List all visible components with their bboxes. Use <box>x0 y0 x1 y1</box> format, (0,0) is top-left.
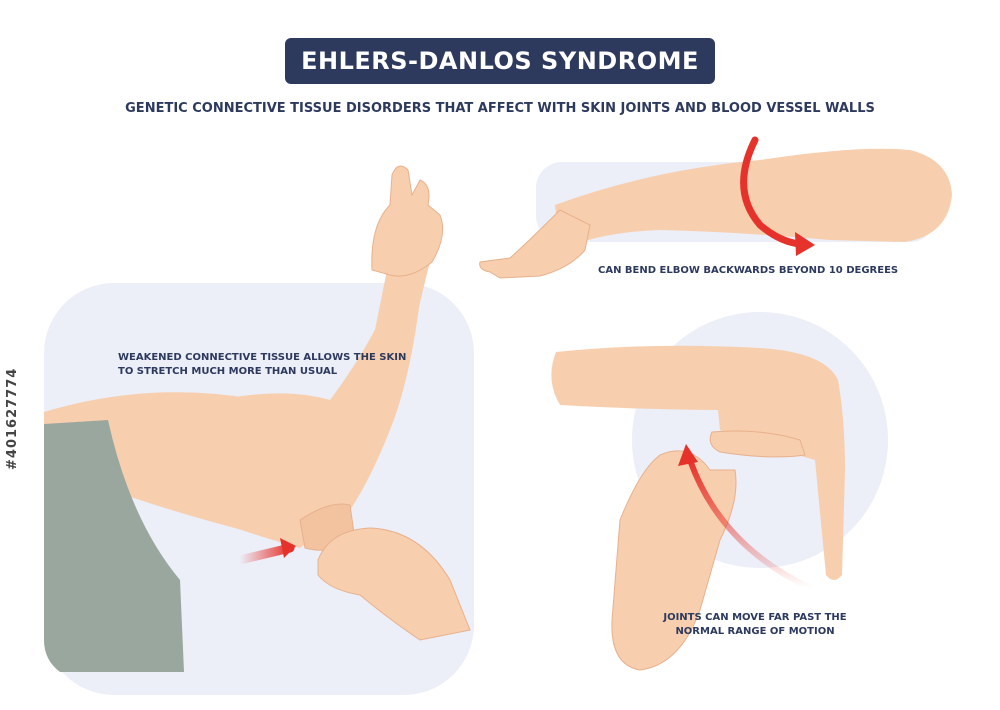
page-subtitle: GENETIC CONNECTIVE TISSUE DISORDERS THAT… <box>125 101 875 116</box>
skin-caption: WEAKENED CONNECTIVE TISSUE ALLOWS THE SK… <box>118 351 408 379</box>
elbow-arrow-head <box>795 232 815 256</box>
elbow-arm <box>555 148 952 250</box>
joint-arrow-head <box>678 444 698 466</box>
finger-hyperextension <box>551 345 845 671</box>
pinching-hand <box>317 527 471 641</box>
skin-arrow-head <box>280 538 296 558</box>
stock-id: #401627774 <box>5 367 20 470</box>
joints-caption-line1: JOINTS CAN MOVE FAR PAST THE <box>663 612 847 623</box>
upper-arm <box>150 300 420 548</box>
title-banner: EHLERS-DANLOS SYNDROME <box>285 38 715 84</box>
stretched-skin-arm <box>44 165 471 672</box>
elbow-hand <box>479 209 591 279</box>
elbow-caption: CAN BEND ELBOW BACKWARDS BEYOND 10 DEGRE… <box>598 265 899 276</box>
page-title: EHLERS-DANLOS SYNDROME <box>301 47 699 75</box>
hyperextended-elbow-arm <box>479 136 952 279</box>
horizontal-arm <box>551 345 845 580</box>
joints-caption: JOINTS CAN MOVE FAR PAST THE NORMAL RANG… <box>640 611 870 639</box>
skin-caption-line1: WEAKENED CONNECTIVE TISSUE ALLOWS THE SK… <box>118 352 407 363</box>
elbow-arrow <box>740 136 804 248</box>
joints-caption-line2: NORMAL RANGE OF MOTION <box>675 626 835 637</box>
skin-caption-line2: TO STRETCH MUCH MORE THAN USUAL <box>118 366 338 377</box>
skin-arrow <box>235 543 295 565</box>
pressing-hand <box>611 450 737 671</box>
shirt <box>44 420 184 672</box>
joint-arrow <box>687 457 813 591</box>
lifted-finger <box>709 430 806 458</box>
raised-hand <box>371 165 444 277</box>
